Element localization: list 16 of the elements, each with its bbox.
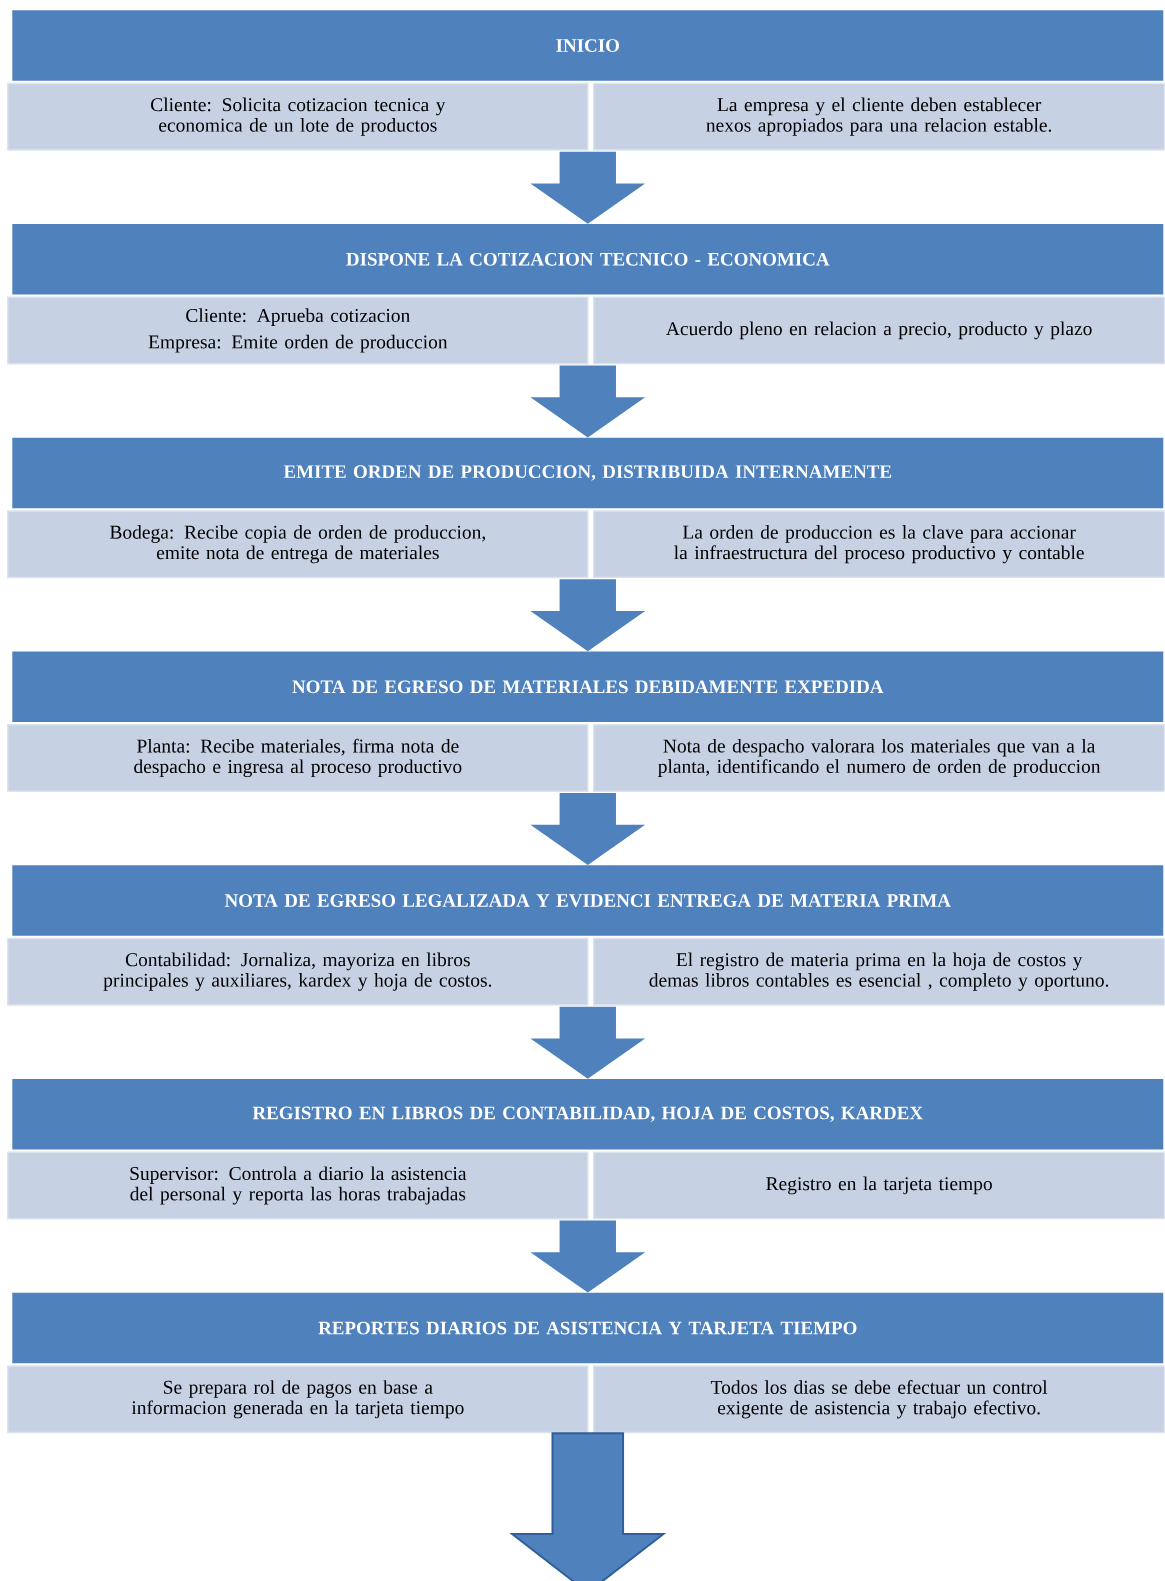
description-cell: Bodega: Recibe copia de orden de produccion, emite nota de entrega de materiales: [7, 510, 589, 579]
description-cell: Todos los dias se debe efectuar un control exigente de asistencia y trabajo efectivo.: [593, 1365, 1165, 1434]
description-cell: La orden de produccion es la clave para accionar la infraestructura del proceso productivo y contable: [593, 510, 1165, 579]
description-cell: Cliente: Aprueba cotizacion Empresa: Emite orden de produccion: [7, 296, 589, 365]
description-cell: Acuerdo pleno en relacion a precio, producto y plazo: [593, 296, 1165, 365]
description-cell: Planta: Recibe materiales, firma nota de despacho e ingresa al proceso productivo: [7, 723, 589, 792]
description-cell: La empresa y el cliente deben establecer nexos apropiados para una relacion estable.: [593, 82, 1165, 151]
description-cell: Supervisor: Controla a diario la asistencia del personal y reporta las horas trabajadas: [7, 1151, 589, 1220]
stage-header: INICIO: [12, 10, 1164, 81]
description-cell: Cliente: Solicita cotizacion tecnica y economica de un lote de productos: [7, 82, 589, 151]
description-cell: Nota de despacho valorara los materiales que van a la planta, identificando el numero de orden de produccion: [593, 723, 1165, 792]
arrow: [509, 1432, 667, 1581]
description-cell: Se prepara rol de pagos en base a informacion generada en la tarjeta tiempo: [7, 1365, 589, 1434]
description-cell: Contabilidad: Jornaliza, mayoriza en libros principales y auxiliares, kardex y hoja de costos.: [7, 937, 589, 1006]
description-cell: Registro en la tarjeta tiempo: [593, 1151, 1165, 1220]
description-cell: El registro de materia prima en la hoja de costos y demas libros contables es esencial , completo y oportuno.: [593, 937, 1165, 1006]
